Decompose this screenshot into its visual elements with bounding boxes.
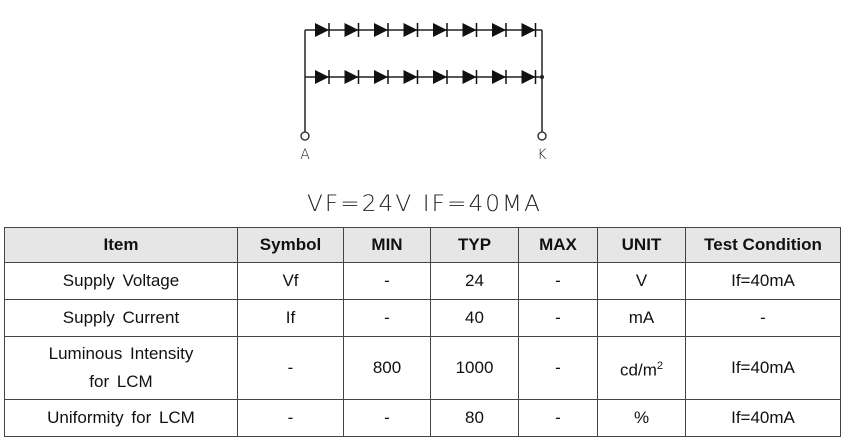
typ-cell: 1000 [430, 336, 519, 400]
diode-symbol [462, 70, 477, 84]
item-cell: Supply Current [4, 299, 238, 337]
anode-terminal [300, 131, 310, 141]
unit-text: V [635, 271, 648, 290]
item-text: Supply Voltage [62, 271, 180, 290]
diode-symbol [315, 23, 329, 37]
item-text: Uniformity for LCM [47, 408, 195, 427]
typ-cell: 40 [430, 299, 519, 337]
symbol-cell: - [237, 399, 344, 437]
max-cell: - [518, 399, 598, 437]
diode-symbol [433, 23, 447, 37]
cathode-label: K [537, 147, 547, 163]
min-cell: - [343, 299, 431, 337]
column-header: Test Condition [685, 227, 841, 263]
column-header: TYP [430, 227, 519, 263]
test-condition-cell: If=40mA [685, 262, 841, 300]
max-cell: - [518, 299, 598, 337]
test-condition-cell: If=40mA [685, 336, 841, 400]
diode-symbol [374, 70, 388, 84]
item-text-line2: for LCM [89, 372, 153, 391]
diode-symbol [374, 23, 388, 37]
item-text: Luminous Intensity [48, 344, 194, 363]
diode-symbol [403, 70, 418, 84]
min-cell: - [343, 399, 431, 437]
symbol-cell: Vf [237, 262, 344, 300]
min-cell: 800 [343, 336, 431, 400]
cathode-terminal [537, 131, 547, 141]
diode-symbol [521, 23, 536, 37]
unit-cell: % [597, 399, 686, 437]
unit-text: cd/m [620, 360, 657, 380]
test-condition-cell: - [685, 299, 841, 337]
anode-label: A [300, 147, 310, 163]
diode-symbol [344, 70, 359, 84]
diode-symbol [315, 70, 329, 84]
diode-symbol [433, 70, 447, 84]
led-circuit-diagram: A K [300, 23, 547, 163]
column-header: MIN [343, 227, 431, 263]
item-cell: Luminous Intensity for LCM [4, 336, 238, 400]
max-cell: - [518, 336, 598, 400]
unit-cell: V [597, 262, 686, 300]
diode-symbol [521, 70, 536, 84]
unit-cell: mA [597, 299, 686, 337]
max-cell: - [518, 262, 598, 300]
column-header: Item [4, 227, 238, 263]
unit-text: mA [628, 308, 655, 327]
typ-cell: 80 [430, 399, 519, 437]
diode-symbol [492, 23, 506, 37]
test-condition-cell: If=40mA [685, 399, 841, 437]
column-header: Symbol [237, 227, 344, 263]
typ-cell: 24 [430, 262, 519, 300]
symbol-cell: If [237, 299, 344, 337]
item-cell: Supply Voltage [4, 262, 238, 300]
diode-symbol [403, 23, 418, 37]
column-header: MAX [518, 227, 598, 263]
diode-symbol [462, 23, 477, 37]
column-header: UNIT [597, 227, 686, 263]
item-cell: Uniformity for LCM [4, 399, 238, 437]
diode-symbol [492, 70, 506, 84]
unit-superscript: 2 [656, 359, 663, 372]
diagram-formula: VF=24V IF=40MA [307, 192, 542, 217]
diode-symbol [344, 23, 359, 37]
item-text: Supply Current [62, 308, 180, 327]
unit-cell: cd/m2 [597, 336, 686, 400]
table-row: Uniformity for LCM--80-%If=40mA [4, 399, 841, 437]
unit-text: % [633, 408, 650, 427]
min-cell: - [343, 262, 431, 300]
symbol-cell: - [237, 336, 344, 400]
